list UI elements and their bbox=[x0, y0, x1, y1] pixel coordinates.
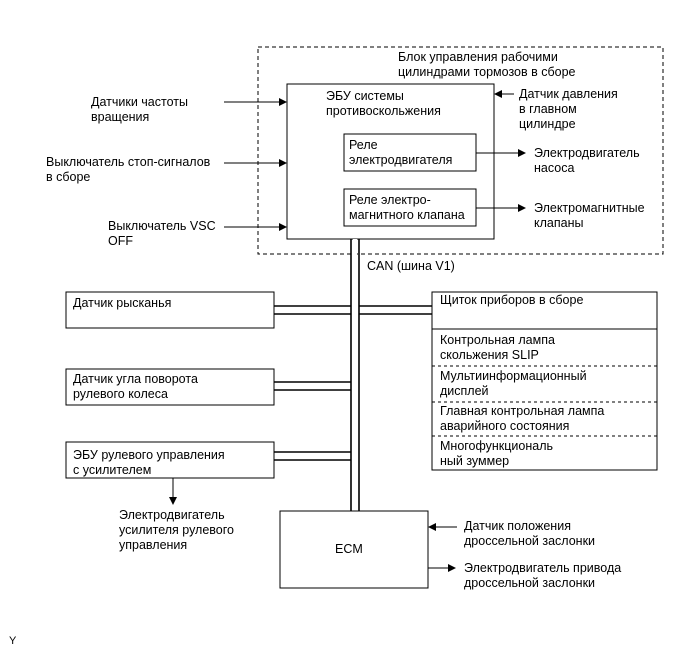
vsc-off-switch-label-line: OFF bbox=[108, 234, 133, 248]
eps-motor-label-line: управления bbox=[119, 538, 187, 552]
speed-sensors-label-line: Датчики частоты bbox=[91, 95, 188, 109]
eps-motor-label-line: Электродвигатель bbox=[119, 508, 225, 522]
master-pressure-label-line: Датчик давления bbox=[519, 87, 618, 101]
stop-light-switch-label-line: в сборе bbox=[46, 170, 90, 184]
eps-ecu-label-line: ЭБУ рулевого управления bbox=[73, 448, 225, 462]
combination-meter-label: Щиток приборов в сборе bbox=[440, 293, 583, 307]
yaw-rate-sensor-label-line: Датчик рысканья bbox=[73, 296, 171, 310]
eps-motor-label-line: усилителя рулевого bbox=[119, 523, 234, 537]
solenoid-valves-label-line: клапаны bbox=[534, 216, 583, 230]
yaw-rate-sensor-label: Датчик рысканья bbox=[73, 296, 171, 310]
skid-control-ecu-label-line: ЭБУ системы bbox=[326, 89, 404, 103]
yaw-rate-sensor-box bbox=[65, 291, 275, 329]
eps-ecu-label-line: с усилителем bbox=[73, 463, 151, 477]
motor-relay-label-line: Реле bbox=[349, 138, 378, 152]
solenoid-relay-label-line: магнитного клапана bbox=[349, 208, 465, 222]
vsc-off-switch-label-line: Выключатель VSC bbox=[108, 219, 216, 233]
pump-motor-label-line: насоса bbox=[534, 161, 574, 175]
solenoid-valves-label-line: Электромагнитные bbox=[534, 201, 645, 215]
ecm-label-line: ECM bbox=[335, 542, 363, 556]
ecm-box bbox=[279, 510, 429, 589]
solenoid-relay-box bbox=[343, 188, 477, 227]
eps-ecu-box bbox=[65, 441, 275, 479]
steering-angle-sensor-box bbox=[65, 368, 275, 406]
meter-item-master-warning-line: аварийного состояния bbox=[440, 419, 569, 433]
combination-meter-box bbox=[431, 291, 658, 471]
throttle-position-sensor-label-line: дроссельной заслонки bbox=[464, 534, 595, 548]
skid-control-ecu-label-line: противоскольжения bbox=[326, 104, 441, 118]
assembly-label-line: Блок управления рабочими bbox=[398, 50, 558, 64]
throttle-motor-label-line: дроссельной заслонки bbox=[464, 576, 595, 590]
corner-mark: Y bbox=[9, 635, 17, 647]
throttle-motor-label-line: Электродвигатель привода bbox=[464, 561, 621, 575]
steering-angle-sensor-label-line: Датчик угла поворота bbox=[73, 372, 198, 386]
meter-item-buzzer-line: Многофункциональ bbox=[440, 439, 553, 453]
motor-relay-label-line: электродвигателя bbox=[349, 153, 452, 167]
assembly-dashed-outline bbox=[257, 46, 664, 255]
meter-item-master-warning-line: Главная контрольная лампа bbox=[440, 404, 604, 418]
solenoid-relay-label-line: Реле электро- bbox=[349, 193, 431, 207]
master-pressure-label-line: в главном bbox=[519, 102, 577, 116]
can-bus-label-line: CAN (шина V1) bbox=[367, 259, 455, 273]
meter-item-buzzer-line: ный зуммер bbox=[440, 454, 509, 468]
can-bus-label: CAN (шина V1) bbox=[367, 259, 455, 273]
speed-sensors-label-line: вращения bbox=[91, 110, 149, 124]
stop-light-switch-label-line: Выключатель стоп-сигналов bbox=[46, 155, 211, 169]
pump-motor-label-line: Электродвигатель bbox=[534, 146, 640, 160]
motor-relay-box bbox=[343, 133, 477, 172]
meter-item-multi-display-line: Мультиинформационный bbox=[440, 369, 587, 383]
can-bus bbox=[274, 239, 432, 511]
master-pressure-label-line: цилиндре bbox=[519, 117, 576, 131]
steering-angle-sensor-label-line: рулевого колеса bbox=[73, 387, 168, 401]
meter-item-multi-display-line: дисплей bbox=[440, 384, 489, 398]
ecm-label: ECM bbox=[335, 542, 363, 556]
meter-item-slip-lamp-line: скольжения SLIP bbox=[440, 348, 539, 362]
meter-item-slip-lamp-line: Контрольная лампа bbox=[440, 333, 555, 347]
corner-mark-line: Y bbox=[9, 635, 17, 647]
assembly-label-line: цилиндрами тормозов в сборе bbox=[398, 65, 576, 79]
throttle-position-sensor-label-line: Датчик положения bbox=[464, 519, 571, 533]
combination-meter-label-line: Щиток приборов в сборе bbox=[440, 293, 583, 307]
solenoid-relay-label: Реле электро-магнитного клапана bbox=[349, 193, 465, 222]
